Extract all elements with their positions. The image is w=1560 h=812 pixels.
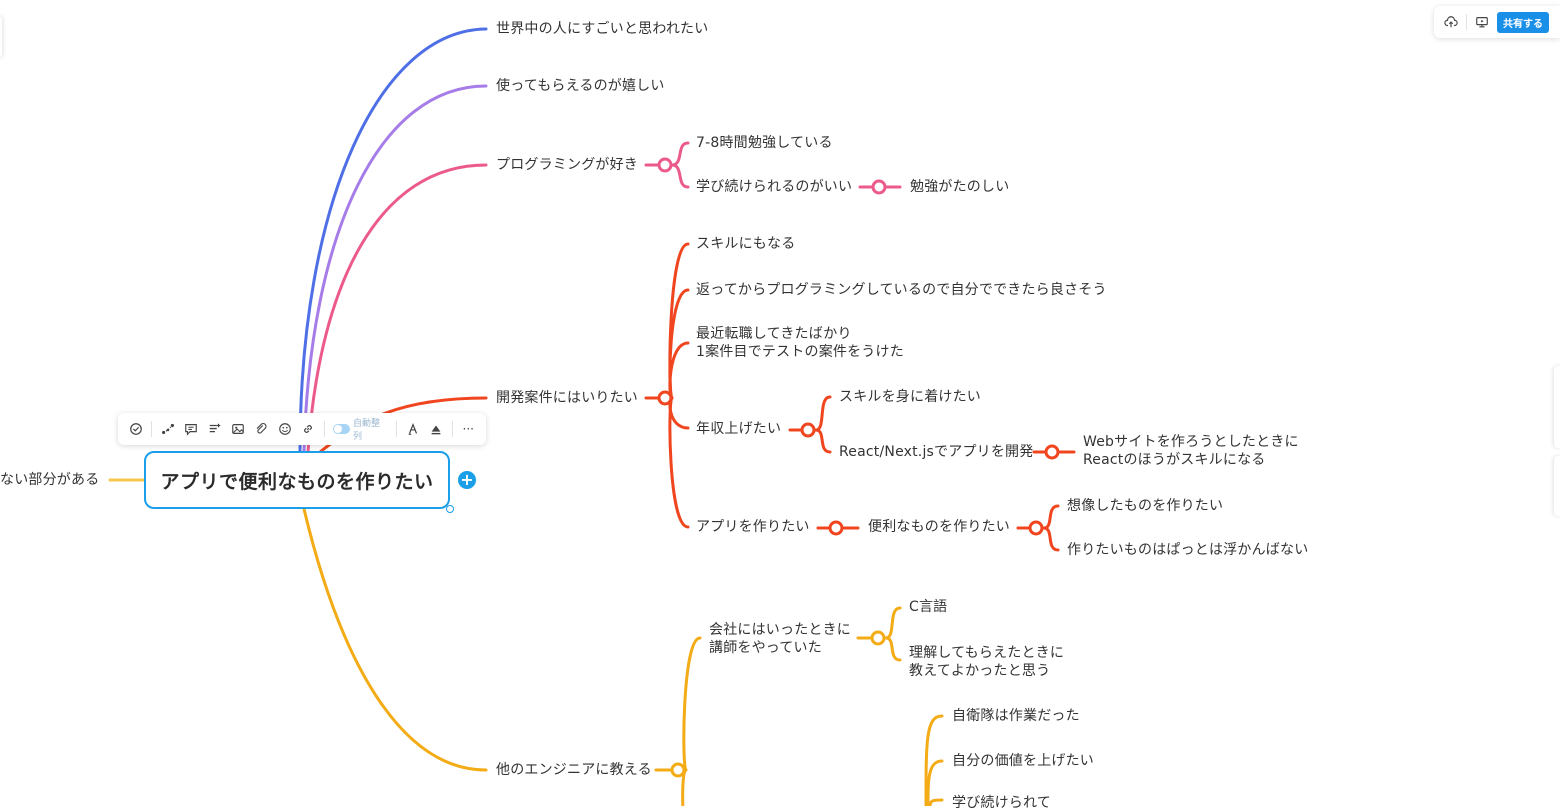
connector-b2	[302, 84, 488, 454]
comment-icon[interactable]	[180, 417, 203, 441]
node-b5-c1-line2: 講師をやっていた	[709, 640, 822, 656]
node-b4-c5a2[interactable]: 作りたいものはぱっとは浮かんばない	[1067, 542, 1309, 558]
right-panel-tab-2[interactable]	[1554, 456, 1560, 516]
cloud-upload-icon[interactable]	[1442, 13, 1460, 31]
toolbar-divider	[396, 421, 397, 437]
toolbar-divider	[323, 421, 325, 437]
node-b5-c2a[interactable]: 自衛隊は作業だった	[952, 708, 1080, 724]
toggle-switch[interactable]	[332, 424, 351, 434]
node-b4-c5a1[interactable]: 想像したものを作りたい	[1067, 498, 1224, 514]
node-b5-c2b[interactable]: 自分の価値を上げたい	[952, 753, 1094, 769]
junction-b3	[657, 157, 673, 173]
node-b4-c4b1-line1: Webサイトを作ろうとしたときに	[1083, 434, 1299, 450]
node-b5-c1[interactable]: 会社にはいったときに 講師をやっていた	[709, 621, 851, 657]
branch-node-b3[interactable]: プログラミングが好き	[496, 157, 638, 173]
root-node-label: アプリで便利なものを作りたい	[160, 470, 434, 493]
node-b4-c3[interactable]: 最近転職してきたばかり 1案件目でテストの案件をうけた	[696, 325, 904, 361]
connector-b5	[302, 507, 488, 772]
node-b4-c4a[interactable]: スキルを身に着けたい	[839, 389, 981, 405]
node-b4-c4b[interactable]: React/Next.jsでアプリを開発	[839, 444, 1034, 460]
node-toolbar: 自動整列 ···	[118, 413, 486, 445]
node-b5-c1b-line2: 教えてよかったと思う	[909, 663, 1051, 679]
right-panel-tab[interactable]	[1554, 366, 1560, 448]
branch-node-b2[interactable]: 使ってもらえるのが嬉しい	[496, 78, 665, 94]
node-b4-c4b1-line2: Reactのほうがスキルになる	[1083, 452, 1266, 468]
node-b4-c3-line1: 最近転職してきたばかり	[696, 326, 852, 342]
connector-b1	[298, 27, 488, 454]
fill-color-icon[interactable]	[424, 417, 447, 441]
junction-b4c5	[828, 520, 844, 536]
node-b5-c1b[interactable]: 理解してもらえたときに 教えてよかったと思う	[909, 644, 1064, 680]
link-icon[interactable]	[296, 417, 319, 441]
junction-b3c2	[871, 179, 887, 195]
node-b4-c2[interactable]: 返ってからプログラミングしているので自分でできたら良さそう	[696, 282, 1107, 298]
junction-b4c5a	[1028, 520, 1044, 536]
node-b5-c2c[interactable]: 学び続けられて	[952, 795, 1051, 811]
auto-layout-label: 自動整列	[353, 419, 381, 442]
share-button[interactable]: 共有する	[1497, 11, 1549, 33]
check-circle-icon[interactable]	[124, 417, 147, 441]
resize-handle[interactable]	[446, 505, 454, 513]
format-painter-icon[interactable]	[401, 417, 424, 441]
node-b4-c4[interactable]: 年収上げたい	[696, 421, 782, 437]
branch-node-b1[interactable]: 世界中の人にすごいと思われたい	[496, 21, 709, 37]
node-b3-c1[interactable]: 7-8時間勉強している	[696, 135, 833, 151]
more-options-button[interactable]: ···	[462, 422, 474, 436]
node-b5-c1-line1: 会社にはいったときに	[709, 622, 851, 638]
node-b4-c5a[interactable]: 便利なものを作りたい	[868, 519, 1010, 535]
branch-node-b5[interactable]: 他のエンジニアに教える	[496, 762, 652, 778]
node-b5-c1b-line1: 理解してもらえたときに	[909, 645, 1065, 661]
present-icon[interactable]	[1473, 13, 1491, 31]
node-b4-c1[interactable]: スキルにもなる	[696, 236, 796, 252]
node-b4-c4b1[interactable]: Webサイトを作ろうとしたときに Reactのほうがスキルになる	[1083, 433, 1299, 469]
node-b5-c1a[interactable]: C言語	[909, 599, 948, 615]
branch-node-b4[interactable]: 開発案件にはいりたい	[496, 390, 638, 406]
toolbar-divider	[1466, 14, 1467, 30]
junction-b4c4b	[1044, 444, 1060, 460]
root-node[interactable]: アプリで便利なものを作りたい	[144, 451, 450, 509]
node-b3-c2a[interactable]: 勉強がたのしい	[910, 179, 1010, 195]
note-icon[interactable]	[203, 417, 226, 441]
connector-b3	[306, 163, 488, 454]
node-b4-c5[interactable]: アプリを作りたい	[696, 519, 810, 535]
left-branch-node[interactable]: ない部分がある	[0, 472, 100, 488]
image-icon[interactable]	[226, 417, 249, 441]
junction-b5c1	[870, 630, 886, 646]
toolbar-divider	[151, 421, 153, 437]
left-panel-tab[interactable]	[0, 16, 2, 58]
add-child-button[interactable]: +	[458, 471, 476, 489]
junction-b5	[670, 762, 686, 778]
junction-b4c4	[800, 422, 816, 438]
junction-b4	[657, 390, 673, 406]
toolbar-divider	[451, 421, 453, 437]
relation-icon[interactable]	[156, 417, 179, 441]
node-b4-c3-line2: 1案件目でテストの案件をうけた	[696, 344, 904, 360]
top-right-toolbar: 共有する	[1434, 6, 1560, 38]
auto-layout-toggle[interactable]: 自動整列	[329, 416, 392, 442]
emoji-icon[interactable]	[273, 417, 296, 441]
node-b3-c2[interactable]: 学び続けられるのがいい	[696, 179, 853, 195]
attachment-icon[interactable]	[250, 417, 273, 441]
